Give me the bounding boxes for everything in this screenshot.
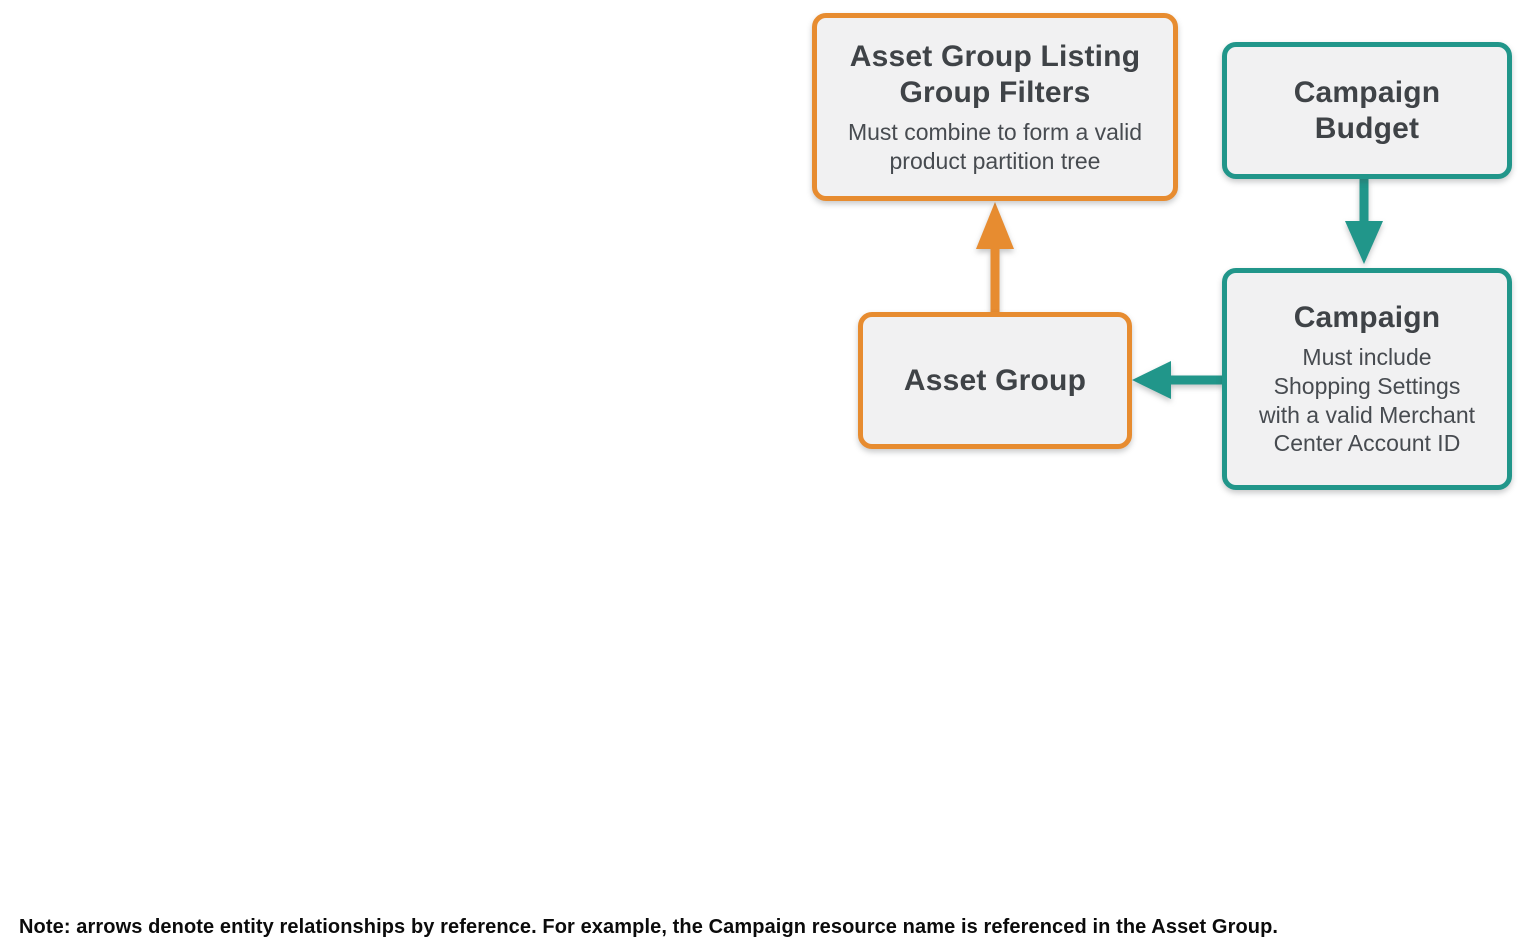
node-title: Campaign Budget <box>1293 75 1441 145</box>
node-title: Campaign <box>1293 301 1441 334</box>
arrow-campaign-budget-to-campaign <box>1345 178 1383 264</box>
node-asset-group: Asset Group <box>858 312 1132 449</box>
node-campaign: Campaign Must include Shopping Settings … <box>1222 268 1512 490</box>
node-campaign-budget: Campaign Budget <box>1222 42 1512 179</box>
node-subtitle: Must combine to form a valid product par… <box>847 118 1142 174</box>
node-subtitle: Must include Shopping Settings with a va… <box>1258 344 1476 457</box>
node-title: Asset Group <box>903 363 1087 397</box>
footnote: Note: arrows denote entity relationships… <box>19 916 1279 938</box>
arrow-asset-group-to-listing-filters <box>976 202 1014 316</box>
node-asset-group-listing-group-filters: Asset Group Listing Group Filters Must c… <box>812 13 1178 201</box>
arrow-campaign-to-asset-group <box>1132 361 1224 399</box>
node-title: Asset Group Listing Group Filters <box>849 39 1141 109</box>
